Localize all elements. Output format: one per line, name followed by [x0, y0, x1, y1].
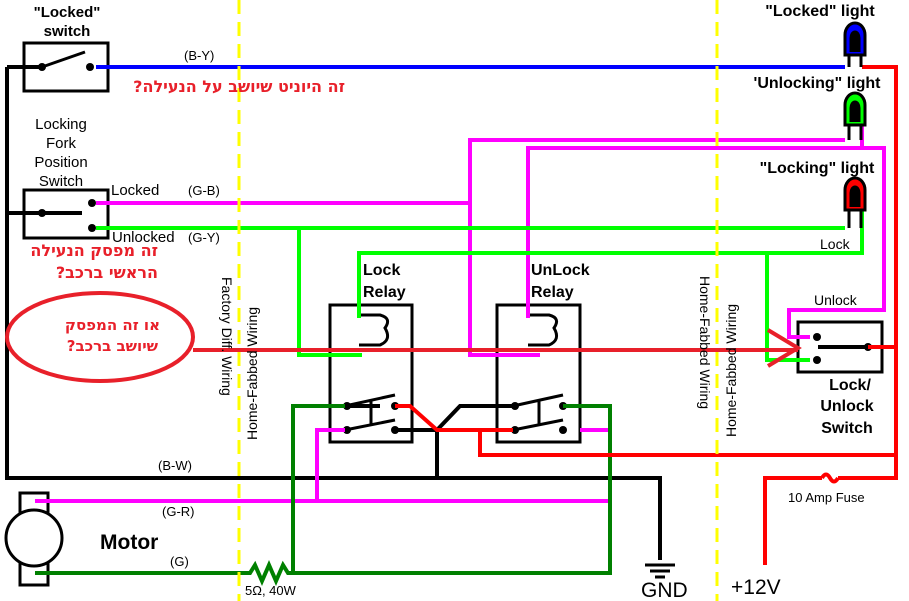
locked-switch-label: "Locked" — [34, 4, 101, 21]
home-wiring-label-right: Home-Fabbed Wiring — [723, 304, 739, 437]
annotation-question-2a: זה מפסק הנעילה — [30, 241, 158, 260]
fork-label-1: Locking — [35, 116, 87, 133]
fork-switch-box — [22, 188, 110, 240]
lu-switch-label-1: Lock/ — [829, 377, 871, 394]
lu-switch-label-3: Switch — [821, 420, 873, 437]
unlock-wire-label: Unlock — [814, 292, 858, 308]
black-wires — [5, 65, 868, 560]
magenta-wires — [35, 125, 886, 503]
annotation-arrow — [193, 328, 802, 368]
fork-label-3: Position — [34, 154, 87, 171]
lock-relay-label-1: Lock — [363, 262, 400, 279]
unlocking-light-label: 'Unlocking" light — [754, 75, 882, 92]
wiring-boundary-lines — [237, 0, 719, 601]
annotation-question-2b: הראשי ברכב? — [56, 263, 158, 282]
lock-relay-label-2: Relay — [363, 284, 406, 301]
annotation-question-3a: או זה המפסק — [65, 316, 160, 334]
locking-light-label: "Locking" light — [760, 160, 875, 177]
b-w-label: (B-W) — [158, 458, 192, 473]
locked-switch-label-2: switch — [44, 23, 91, 40]
locked-light-label: "Locked" light — [765, 3, 875, 20]
fork-label-4: Switch — [39, 173, 83, 190]
wire-g — [35, 404, 612, 586]
led-icons — [843, 21, 867, 228]
unlock-relay-box — [495, 303, 582, 444]
b-y-label: (B-Y) — [184, 48, 214, 63]
locked-label: Locked — [111, 182, 159, 199]
12v-label: +12V — [731, 576, 781, 599]
resistor-label: 5Ω, 40W — [245, 583, 297, 598]
annotation-ellipse — [5, 291, 195, 383]
home-wiring-label-left: Home-Fabbed Wiring — [244, 307, 260, 440]
lu-switch-label-2: Unlock — [820, 398, 873, 415]
g-y-label: (G-Y) — [188, 230, 220, 245]
fork-label-2: Fork — [46, 135, 77, 152]
motor-label: Motor — [100, 531, 158, 554]
gnd-label: GND — [641, 579, 688, 601]
unlocked-label: Unlocked — [112, 229, 175, 246]
g-r-label: (G-R) — [162, 504, 195, 519]
factory-wiring-label: Factory Diff. Wiring — [219, 277, 235, 396]
annotation-question-1: זה היוניט שיושב על הנעילה? — [133, 77, 345, 96]
home-wiring-label-mid: Home-Fabbed Wiring — [697, 276, 713, 409]
lock-relay-box — [328, 303, 414, 444]
annotation-question-3b: שיושב ברכב? — [67, 337, 159, 355]
unlock-relay-label-1: UnLock — [531, 262, 590, 279]
fuse-label: 10 Amp Fuse — [788, 490, 865, 505]
g-label: (G) — [170, 554, 189, 569]
lock-wire-label: Lock — [820, 236, 851, 252]
red-wires — [395, 65, 898, 565]
g-b-label: (G-B) — [188, 183, 220, 198]
unlock-relay-label-2: Relay — [531, 284, 574, 301]
fuse-icon — [820, 472, 840, 484]
